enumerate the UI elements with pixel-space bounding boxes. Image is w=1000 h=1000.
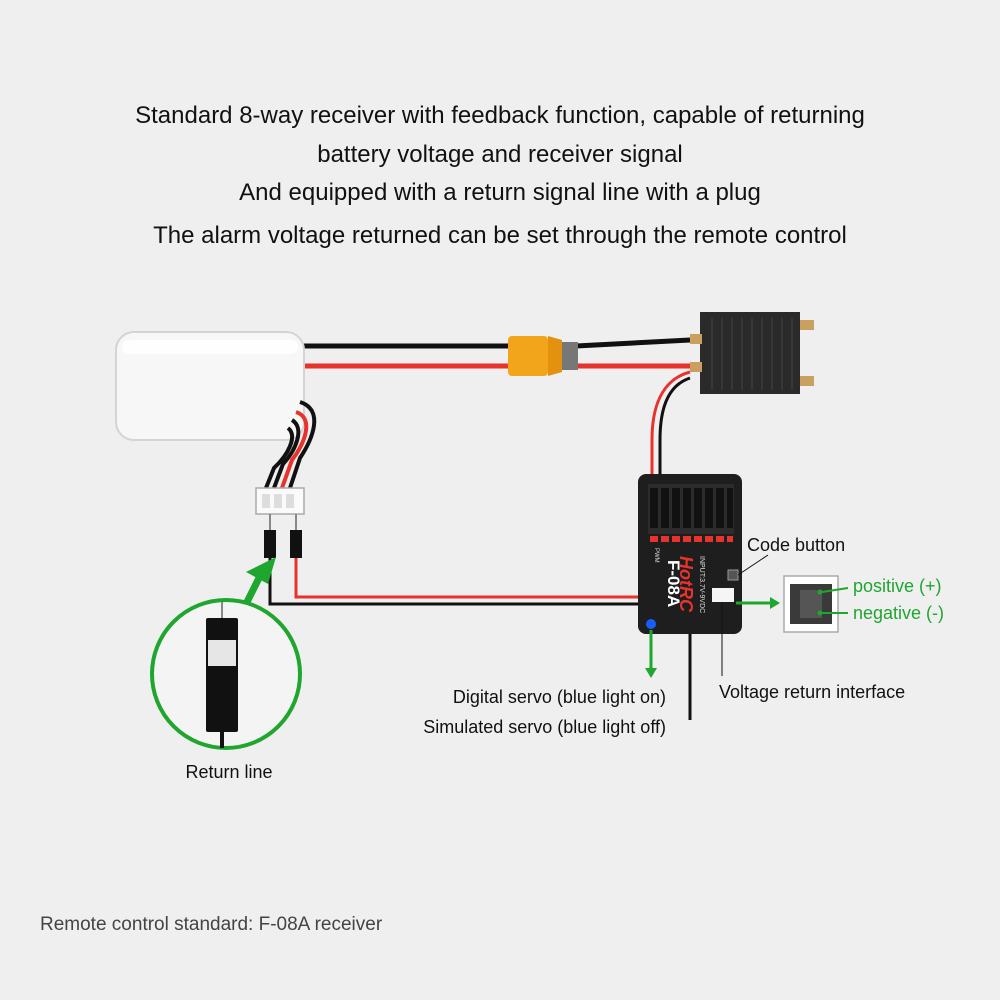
- plug-icon: positive (+) negative (-): [783, 575, 944, 633]
- heading-line-3: And equipped with a return signal line w…: [239, 179, 761, 206]
- status-led: [646, 619, 656, 629]
- esc-signal-lead: [650, 370, 691, 500]
- voltage-return-label: Voltage return interface: [719, 682, 905, 702]
- negative-label: negative (-): [853, 603, 944, 623]
- voltage-return-callout: Voltage return interface: [719, 602, 905, 702]
- footer-note: Remote control standard: F-08A receiver: [40, 914, 383, 935]
- receiver-pin-header: [648, 484, 734, 542]
- magnifier-circle-icon: Return line: [150, 557, 302, 782]
- code-button-label: Code button: [747, 535, 845, 555]
- code-button[interactable]: [727, 569, 739, 581]
- return-line-label: Return line: [185, 762, 272, 782]
- heading-line-4: The alarm voltage returned can be set th…: [153, 222, 847, 249]
- receiver-pwm-label: PWM: [653, 548, 659, 563]
- balance-lead: [255, 400, 317, 515]
- code-button-callout: Code button: [737, 535, 845, 576]
- servo-callout: Digital servo (blue light on) Simulated …: [423, 630, 666, 737]
- power-wires: [300, 337, 691, 369]
- receiver-input-spec: INPUT:3.7V-9VDC: [698, 556, 705, 613]
- receiver-icon: F-08A HotRC INPUT:3.7V-9VDC PWM: [638, 474, 742, 720]
- xt60-connector-icon: [508, 336, 578, 376]
- heading-line-1: Standard 8-way receiver with feedback fu…: [135, 102, 865, 129]
- voltage-return-port: [712, 588, 734, 602]
- esc-icon: [690, 312, 814, 394]
- battery-icon: [115, 331, 305, 441]
- receiver-brand-text: HotRC: [676, 556, 696, 613]
- heading-line-2: battery voltage and receiver signal: [317, 141, 683, 168]
- return-line-plug: [264, 514, 655, 606]
- simulated-servo-label: Simulated servo (blue light off): [423, 717, 666, 737]
- plug-arrow: [736, 597, 780, 609]
- positive-label: positive (+): [853, 576, 942, 596]
- digital-servo-label: Digital servo (blue light on): [453, 687, 666, 707]
- receiver-model-text: F-08A: [664, 560, 683, 607]
